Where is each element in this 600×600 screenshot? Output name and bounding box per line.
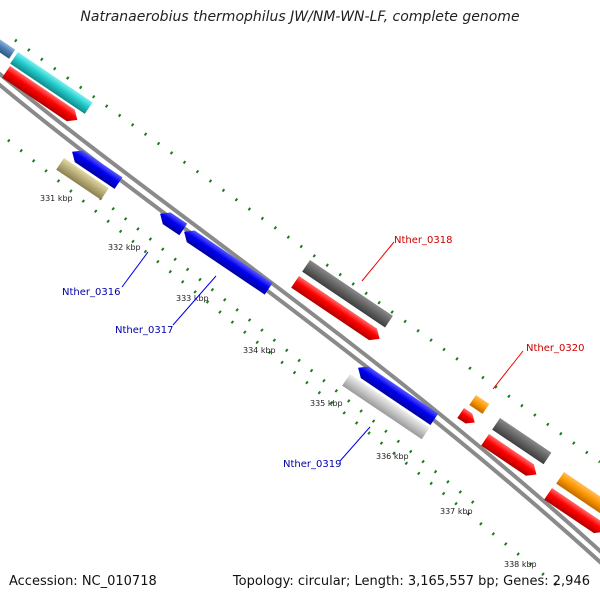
gene-feature-red-forward-3[interactable] (457, 408, 478, 427)
gene-feature-steelblue[interactable] (0, 34, 16, 59)
tick-row-inner-2 (99, 196, 481, 510)
tick-row-inner-1 (7, 138, 561, 590)
gene-feature-blue-reverse-4[interactable] (354, 362, 439, 426)
tick-row-outer (14, 38, 600, 464)
gene-label-nther-0318[interactable]: Nther_0318 (394, 235, 452, 246)
gene-label-nther-0320[interactable]: Nther_0320 (526, 343, 584, 354)
leader-line-nther-0319 (339, 426, 371, 462)
scale-tick-label: 337 kbp (440, 507, 473, 516)
leader-line-nther-0317 (172, 275, 217, 326)
gene-feature-lightgray[interactable] (342, 374, 430, 440)
genome-summary-text: Topology: circular; Length: 3,165,557 bp… (232, 574, 590, 589)
gene-feature-olive[interactable] (56, 158, 109, 200)
gene-label-nther-0317[interactable]: Nther_0317 (115, 325, 173, 336)
map-title: Natranaerobius thermophilus JW/NM-WN-LF,… (80, 9, 520, 25)
gene-feature-red-forward-5[interactable] (544, 488, 600, 538)
gene-feature-red-forward-1[interactable] (2, 66, 81, 126)
scale-tick-label: 331 kbp (40, 194, 73, 203)
scale-tick-label: 333 kbp (176, 294, 209, 303)
gene-feature-gray-2[interactable] (492, 418, 552, 465)
leader-line-nther-0318 (361, 241, 395, 282)
scale-tick-label: 338 kbp (504, 560, 537, 569)
gene-feature-orange-2[interactable] (556, 472, 600, 518)
gene-feature-blue-reverse-1[interactable] (68, 146, 123, 189)
gene-feature-orange-1[interactable] (469, 395, 490, 414)
gene-feature-gray-1[interactable] (302, 260, 393, 328)
gene-feature-red-forward-4[interactable] (481, 434, 540, 480)
genome-backbone (0, 71, 600, 565)
gene-feature-blue-reverse-2[interactable] (156, 208, 188, 236)
gene-feature-cyan[interactable] (10, 52, 93, 114)
scale-tick-label: 336 kbp (376, 452, 409, 461)
scale-tick-label: 334 kbp (243, 346, 276, 355)
leader-line-nther-0320 (492, 350, 524, 390)
gene-label-nther-0316[interactable]: Nther_0316 (62, 287, 120, 298)
leader-line-nther-0316 (121, 251, 149, 288)
gene-label-nther-0319[interactable]: Nther_0319 (283, 459, 341, 470)
scale-tick-label: 332 kbp (108, 243, 141, 252)
gene-feature-blue-reverse-3[interactable] (180, 226, 273, 295)
accession-text: Accession: NC_010718 (9, 574, 157, 589)
scale-tick-label: 335 kbp (310, 399, 343, 408)
gene-feature-red-forward-2[interactable] (291, 276, 383, 345)
